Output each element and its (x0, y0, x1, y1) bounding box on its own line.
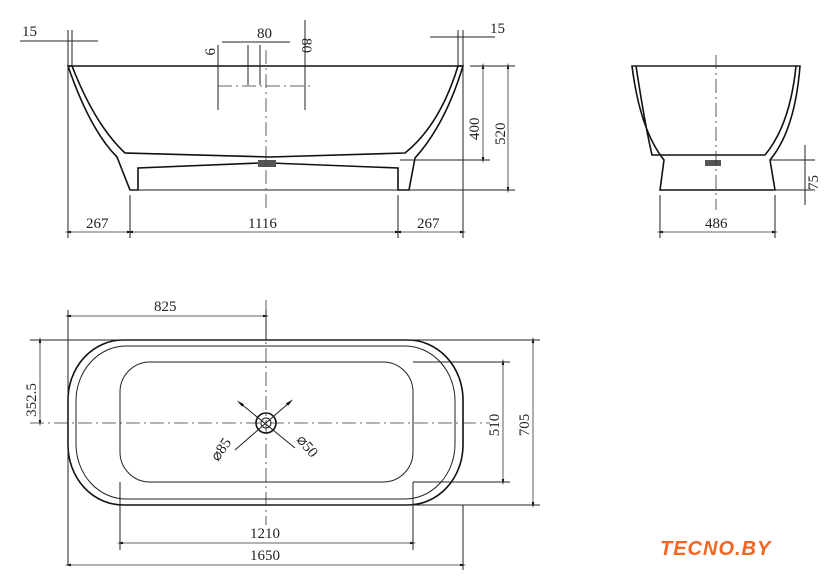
dim-inner-length: 1210 (250, 526, 280, 542)
side-view: 486 75 (631, 55, 822, 238)
dim-outer-length: 1650 (250, 548, 280, 564)
dim-side-base-width: 486 (705, 216, 728, 232)
dim-overflow-height: 80 (298, 38, 314, 53)
tecno-by-logo: TECNO.BY (660, 538, 772, 560)
dim-rim-left: 15 (22, 24, 37, 40)
dim-rim-right: 15 (490, 21, 505, 37)
dim-height-total: 520 (493, 123, 509, 146)
dim-base-width: 1116 (248, 216, 277, 232)
dim-base-right: 267 (417, 216, 440, 232)
dim-drain-offset-y: 352.5 (24, 383, 40, 417)
dim-inner-width: 510 (487, 414, 503, 437)
front-view: 15 15 80 80 6 400 520 267 1116 267 (20, 20, 515, 238)
drain-inner (260, 417, 272, 429)
top-view: 825 352.5 510 705 1210 1650 ⌀85 ⌀50 (24, 299, 540, 570)
dim-base-left: 267 (86, 216, 109, 232)
dim-drain-outer: ⌀85 (208, 435, 235, 464)
dim-drain-offset-x: 825 (154, 299, 177, 315)
dim-outer-width: 705 (517, 414, 533, 437)
dim-overflow-width: 80 (257, 26, 272, 42)
dim-drain-inner: ⌀50 (293, 432, 321, 461)
dim-overflow-gap: 6 (203, 48, 219, 56)
dim-side-base-height: 75 (806, 175, 822, 190)
dim-depth-inner: 400 (467, 118, 483, 141)
drain-outer (255, 412, 277, 434)
